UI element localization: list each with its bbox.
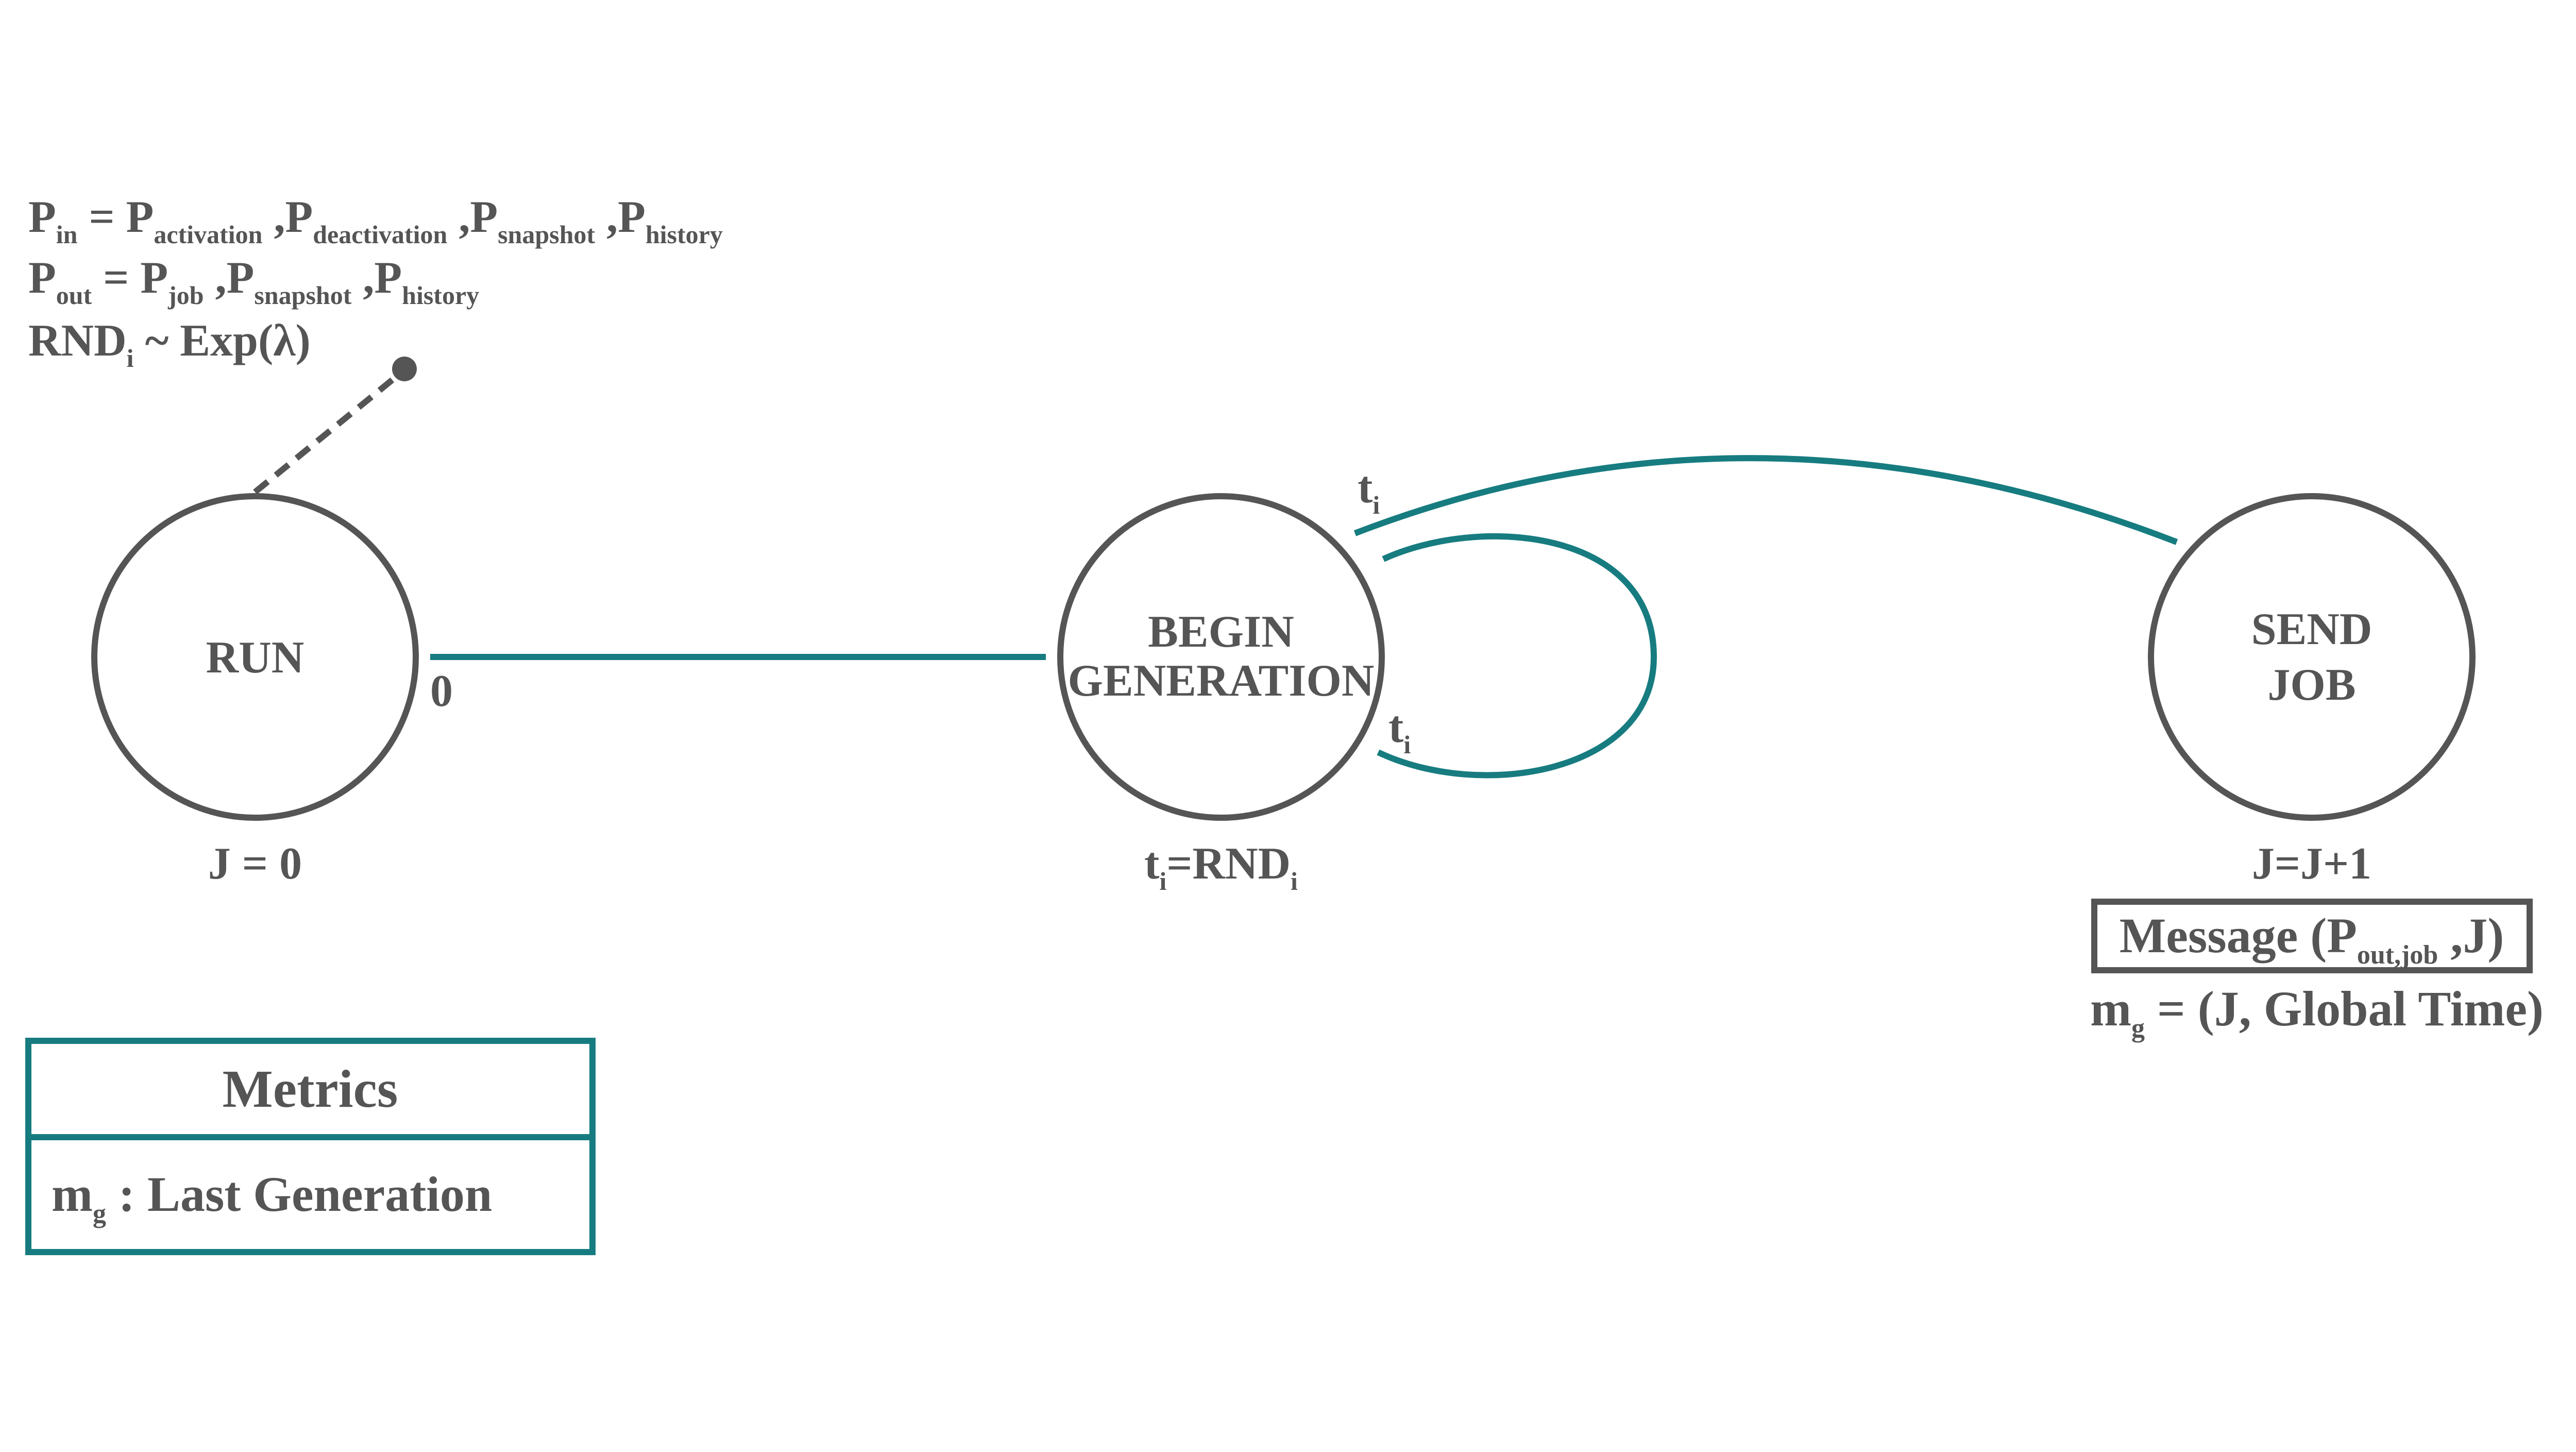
send-metric-rest: = (J, Global Time) (2145, 981, 2544, 1036)
metrics-box-frame (25, 1038, 596, 1255)
transition-begin-to-send: ti (1353, 455, 2178, 545)
param-job-sep: ,P (204, 253, 255, 303)
param-activation-sep: ,P (262, 192, 313, 242)
state-run-circle (91, 493, 419, 821)
begin-action-t: t (1144, 839, 1159, 889)
ti-loop-t: t (1388, 702, 1403, 752)
send-metric: mg = (J, Global Time) (2090, 981, 2544, 1043)
metrics-row-sub: g (93, 1199, 106, 1228)
param-in-eq: = P (77, 192, 154, 242)
message-prefix: Message (P (2120, 908, 2357, 963)
param-out-snapshot-sub: snapshot (254, 281, 351, 310)
param-activation-sub: activation (154, 220, 262, 249)
transition-label-ti-top: ti (1358, 463, 1380, 519)
ti-top-t: t (1358, 463, 1372, 513)
state-send-action: J=J+1 (2252, 839, 2371, 889)
annotation-connector (253, 367, 406, 495)
state-begin-generation: BEGIN GENERATION ti=RNDi (1057, 493, 1385, 896)
ti-loop-sub: i (1403, 730, 1411, 759)
param-deactivation-sub: deactivation (313, 220, 447, 249)
param-in-sub: in (56, 220, 78, 249)
transition-run-to-begin: 0 (430, 654, 1046, 716)
send-metric-sub: g (2131, 1014, 2145, 1043)
begin-action-eq: =RND (1166, 839, 1291, 889)
metrics-row: mg : Last Generation (52, 1167, 492, 1228)
metrics-title: Metrics (223, 1059, 398, 1119)
param-snapshot-sub: snapshot (498, 220, 595, 249)
state-run-action: J = 0 (208, 839, 302, 889)
state-begin-action: ti=RNDi (1144, 839, 1298, 896)
param-out-history-sub: history (402, 281, 479, 310)
state-run-label: RUN (206, 633, 304, 683)
message-text: Message (Pout,job ,J) (2120, 908, 2504, 970)
param-job-sub: job (167, 281, 204, 310)
param-rnd-rest: ~ Exp(λ) (134, 316, 311, 366)
param-line-in: Pin = Pactivation ,Pdeactivation ,Psnaps… (28, 192, 723, 249)
param-out-sub: out (56, 281, 92, 310)
metrics-box: Metrics mg : Last Generation (25, 1038, 596, 1255)
message-box (2091, 899, 2533, 973)
transition-label-ti-loop: ti (1388, 702, 1411, 759)
param-history-sub: history (646, 220, 723, 249)
param-in-symbol: P (28, 192, 56, 242)
send-metric-m: m (2090, 981, 2131, 1036)
state-begin-label-1: BEGIN (1148, 607, 1294, 657)
arrow-begin-self (1377, 533, 1657, 779)
param-line-rnd: RNDi ~ Exp(λ) (28, 316, 311, 373)
metrics-row-m: m (52, 1167, 93, 1222)
state-send-circle (2148, 493, 2476, 821)
param-snapshot-sep: ,P (595, 192, 646, 242)
message-suffix: ,J) (2438, 908, 2504, 963)
metrics-row-rest: : Last Generation (106, 1167, 492, 1222)
state-run: RUN J = 0 (91, 493, 419, 889)
param-line-out: Pout = Pjob ,Psnapshot ,Phistory (28, 253, 479, 310)
state-send-label-1: SEND (2251, 604, 2372, 654)
state-send-label-2: JOB (2267, 660, 2355, 710)
ti-top-sub: i (1372, 491, 1380, 519)
param-rnd-symbol: RND (28, 316, 127, 366)
param-rnd-sub: i (127, 344, 134, 373)
begin-action-sub: i (1159, 867, 1166, 896)
arrow-begin-to-send (1353, 455, 2178, 545)
state-begin-circle (1057, 493, 1385, 821)
transition-begin-self-loop: ti (1377, 533, 1657, 779)
param-out-snapshot-sep: ,P (351, 253, 402, 303)
state-send-job: SEND JOB J=J+1 Message (Pout,job ,J) mg … (2090, 493, 2544, 1043)
message-sub: out,job (2357, 940, 2438, 970)
state-begin-label-2: GENERATION (1068, 656, 1375, 706)
begin-action-sub2: i (1291, 867, 1298, 896)
param-out-symbol: P (28, 253, 56, 303)
param-out-eq: = P (92, 253, 168, 303)
parameters-annotation: Pin = Pactivation ,Pdeactivation ,Psnaps… (28, 192, 723, 373)
transition-label-zero: 0 (430, 666, 453, 716)
param-deactivation-sep: ,P (447, 192, 498, 242)
annotation-dot (392, 357, 417, 381)
